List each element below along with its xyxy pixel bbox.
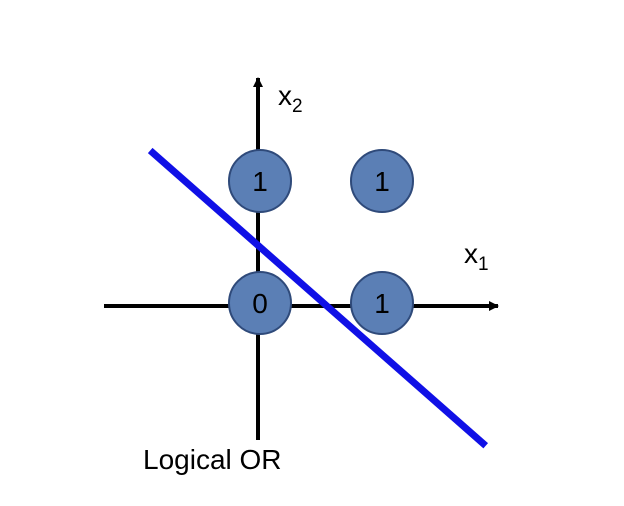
decision-boundary-line bbox=[147, 147, 489, 449]
point-circle bbox=[350, 149, 414, 213]
x1-axis-label: x1 bbox=[464, 238, 489, 275]
point-label: 1 bbox=[374, 166, 390, 197]
point-circle bbox=[350, 271, 414, 335]
diagram-caption: Logical OR bbox=[143, 444, 282, 475]
point-0: 1 bbox=[228, 149, 292, 213]
point-label: 1 bbox=[252, 166, 268, 197]
point-circle bbox=[228, 149, 292, 213]
point-circle bbox=[228, 271, 292, 335]
points-layer: 1 1 0 1 bbox=[228, 149, 414, 335]
point-2: 0 bbox=[228, 271, 292, 335]
point-label: 1 bbox=[374, 288, 390, 319]
point-1: 1 bbox=[350, 149, 414, 213]
point-3: 1 bbox=[350, 271, 414, 335]
point-label: 0 bbox=[252, 288, 268, 319]
x2-axis-label: x2 bbox=[278, 80, 303, 117]
